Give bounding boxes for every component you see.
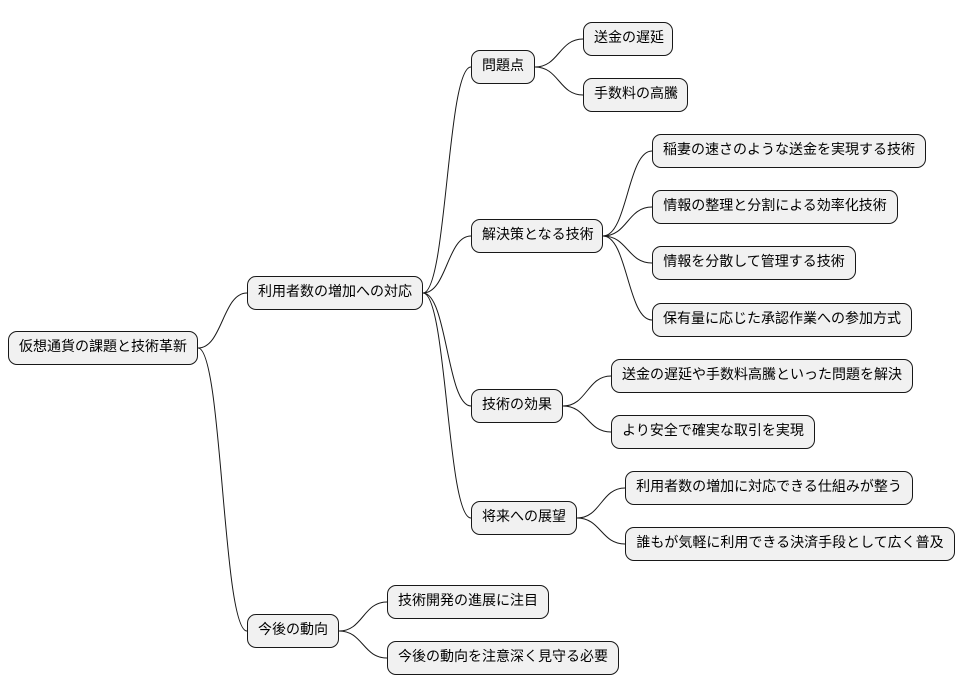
leaf-node: 誰もが気軽に利用できる決済手段として広く普及 bbox=[625, 527, 955, 561]
leaf-node: 送金の遅延や手数料高騰といった問題を解決 bbox=[611, 359, 913, 393]
connector-line bbox=[338, 601, 388, 632]
connector-line bbox=[197, 347, 248, 632]
branch-node-effects: 技術の効果 bbox=[471, 389, 563, 423]
leaf-node: 送金の遅延 bbox=[583, 22, 673, 56]
branch-node-future-trend: 今後の動向 bbox=[247, 614, 339, 648]
connector-line bbox=[197, 292, 248, 349]
branch-node-user-growth: 利用者数の増加への対応 bbox=[247, 276, 423, 310]
connector-line bbox=[422, 235, 472, 294]
leaf-node: 情報を分散して管理する技術 bbox=[652, 246, 856, 280]
connector-line bbox=[338, 630, 388, 659]
connector-line bbox=[576, 487, 626, 519]
leaf-node: 情報の整理と分割による効率化技術 bbox=[652, 190, 898, 224]
connector-line bbox=[602, 150, 653, 237]
connector-line bbox=[602, 235, 653, 321]
connector-line bbox=[422, 292, 472, 407]
leaf-node: 稲妻の速さのような送金を実現する技術 bbox=[652, 134, 926, 168]
connector-line bbox=[562, 375, 612, 407]
mindmap-root-node: 仮想通貨の課題と技術革新 bbox=[8, 331, 198, 365]
branch-node-problems: 問題点 bbox=[471, 50, 535, 84]
leaf-node: 保有量に応じた承認作業への参加方式 bbox=[652, 303, 912, 337]
branch-node-solutions: 解決策となる技術 bbox=[471, 219, 603, 253]
connector-line bbox=[602, 206, 653, 237]
leaf-node: より安全で確実な取引を実現 bbox=[611, 415, 815, 449]
leaf-node: 技術開発の進展に注目 bbox=[387, 585, 549, 619]
connector-line bbox=[562, 405, 612, 433]
connector-line bbox=[422, 66, 472, 294]
connector-line bbox=[534, 38, 584, 68]
connector-line bbox=[576, 517, 626, 545]
connector-line bbox=[602, 235, 653, 264]
branch-node-outlook: 将来への展望 bbox=[471, 501, 577, 535]
connector-line bbox=[422, 292, 472, 519]
leaf-node: 今後の動向を注意深く見守る必要 bbox=[387, 641, 619, 675]
leaf-node: 手数料の高騰 bbox=[583, 78, 688, 112]
leaf-node: 利用者数の増加に対応できる仕組みが整う bbox=[625, 471, 913, 505]
connector-line bbox=[534, 66, 584, 96]
